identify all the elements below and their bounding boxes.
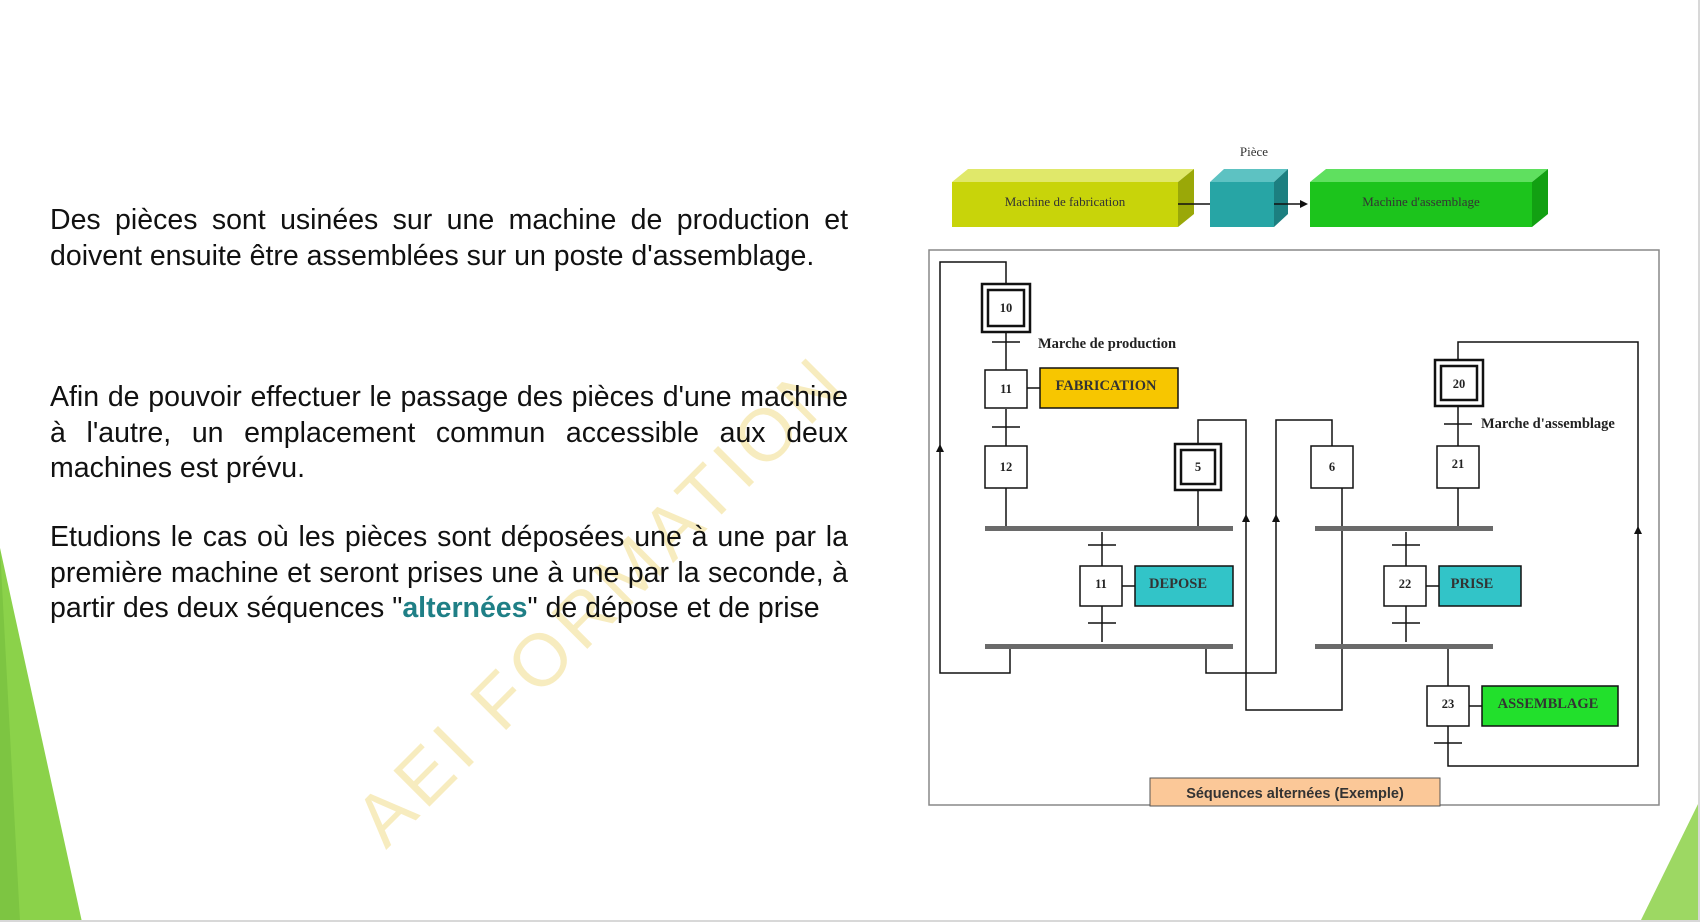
step-11: 11 [984,369,1028,409]
sync-bar-right-top [1315,526,1493,531]
step-22: 22 [1383,565,1427,607]
paragraph-etude: Etudions le cas où les pièces sont dépos… [50,520,848,627]
machine-assemblage-side [1532,169,1548,227]
grafcet-diagram: Pièce Machine de fabrication Machine d'a… [928,144,1660,807]
left-green-triangle-shadow [0,548,20,922]
step-5-initial: 5 [1173,442,1223,492]
piece-side [1274,169,1288,227]
paragraph-passage: Afin de pouvoir effectuer le passage des… [50,381,848,484]
sync-bar-left-top [985,526,1233,531]
grafcet-action-labels: FABRICATION DEPOSE PRISE ASSEMBLAGE [1056,378,1599,712]
sync-bar-right-bottom [1315,644,1493,649]
machine-fabrication-label: Machine de fabrication [1005,194,1126,209]
condition-marche-assemblage: Marche d'assemblage [1481,416,1615,432]
caption-label: Séquences alternées (Exemple) [1186,786,1404,802]
highlight-alternees: alternées [402,592,528,624]
action-fabrication-label: FABRICATION [1056,378,1157,394]
step-6-number: 6 [1329,460,1335,474]
step-5-number: 5 [1195,460,1201,474]
sync-bar-left-bottom [985,644,1233,649]
step-10-number: 10 [1000,301,1013,315]
right-green-triangle [1640,800,1700,922]
action-depose-label: DEPOSE [1149,576,1207,592]
paragraph-intro: Des pièces sont usinées sur une machine … [50,204,848,272]
step-11-number: 11 [1000,382,1012,396]
machine-assemblage-label: Machine d'assemblage [1362,194,1480,209]
machine-fabrication-top [952,169,1194,182]
machine-fabrication-front [952,182,1178,227]
step-20-initial: 20 [1433,358,1485,408]
step-10-initial: 10 [980,282,1032,334]
paragraph-etude-part2: " de dépose et de prise [527,592,820,624]
step-12-number: 12 [1000,460,1013,474]
step-21-number: 21 [1452,457,1465,471]
action-depose [1134,565,1234,607]
machine-assemblage-front [1310,182,1532,227]
step-23-number: 23 [1442,697,1455,711]
piece-front [1210,182,1274,227]
step-23: 23 [1426,685,1470,727]
action-prise-label: PRISE [1451,576,1494,592]
condition-marche-production: Marche de production [1038,336,1176,352]
action-fabrication [1039,367,1179,409]
machine-schematic: Pièce Machine de fabrication Machine d'a… [952,144,1548,227]
grafcet-links [939,261,1639,767]
caption-box [1149,777,1441,807]
piece-top [1210,169,1288,182]
action-prise [1438,565,1522,607]
grafcet-steps: 10 11 12 5 6 20 [980,282,1485,727]
machine-assemblage-top [1310,169,1548,182]
grafcet-actions [1027,367,1619,727]
step-11-depose: 11 [1079,565,1123,607]
machine-fabrication-side [1178,169,1194,227]
arrow-head-2 [1300,200,1308,208]
step-12: 12 [984,445,1028,489]
action-assemblage [1481,685,1619,727]
step-20-number: 20 [1453,377,1466,391]
piece-label: Pièce [1240,144,1268,159]
step-11b-number: 11 [1095,577,1107,591]
sync-bars [985,526,1493,649]
paragraph-etude-part1: Etudions le cas où les pièces sont dépos… [50,521,848,624]
step-21: 21 [1436,445,1480,489]
left-green-triangle [0,548,82,922]
grafcet-arrowheads [936,444,1642,534]
action-assemblage-label: ASSEMBLAGE [1498,696,1599,712]
step-6: 6 [1310,445,1354,489]
step-22-number: 22 [1399,577,1412,591]
